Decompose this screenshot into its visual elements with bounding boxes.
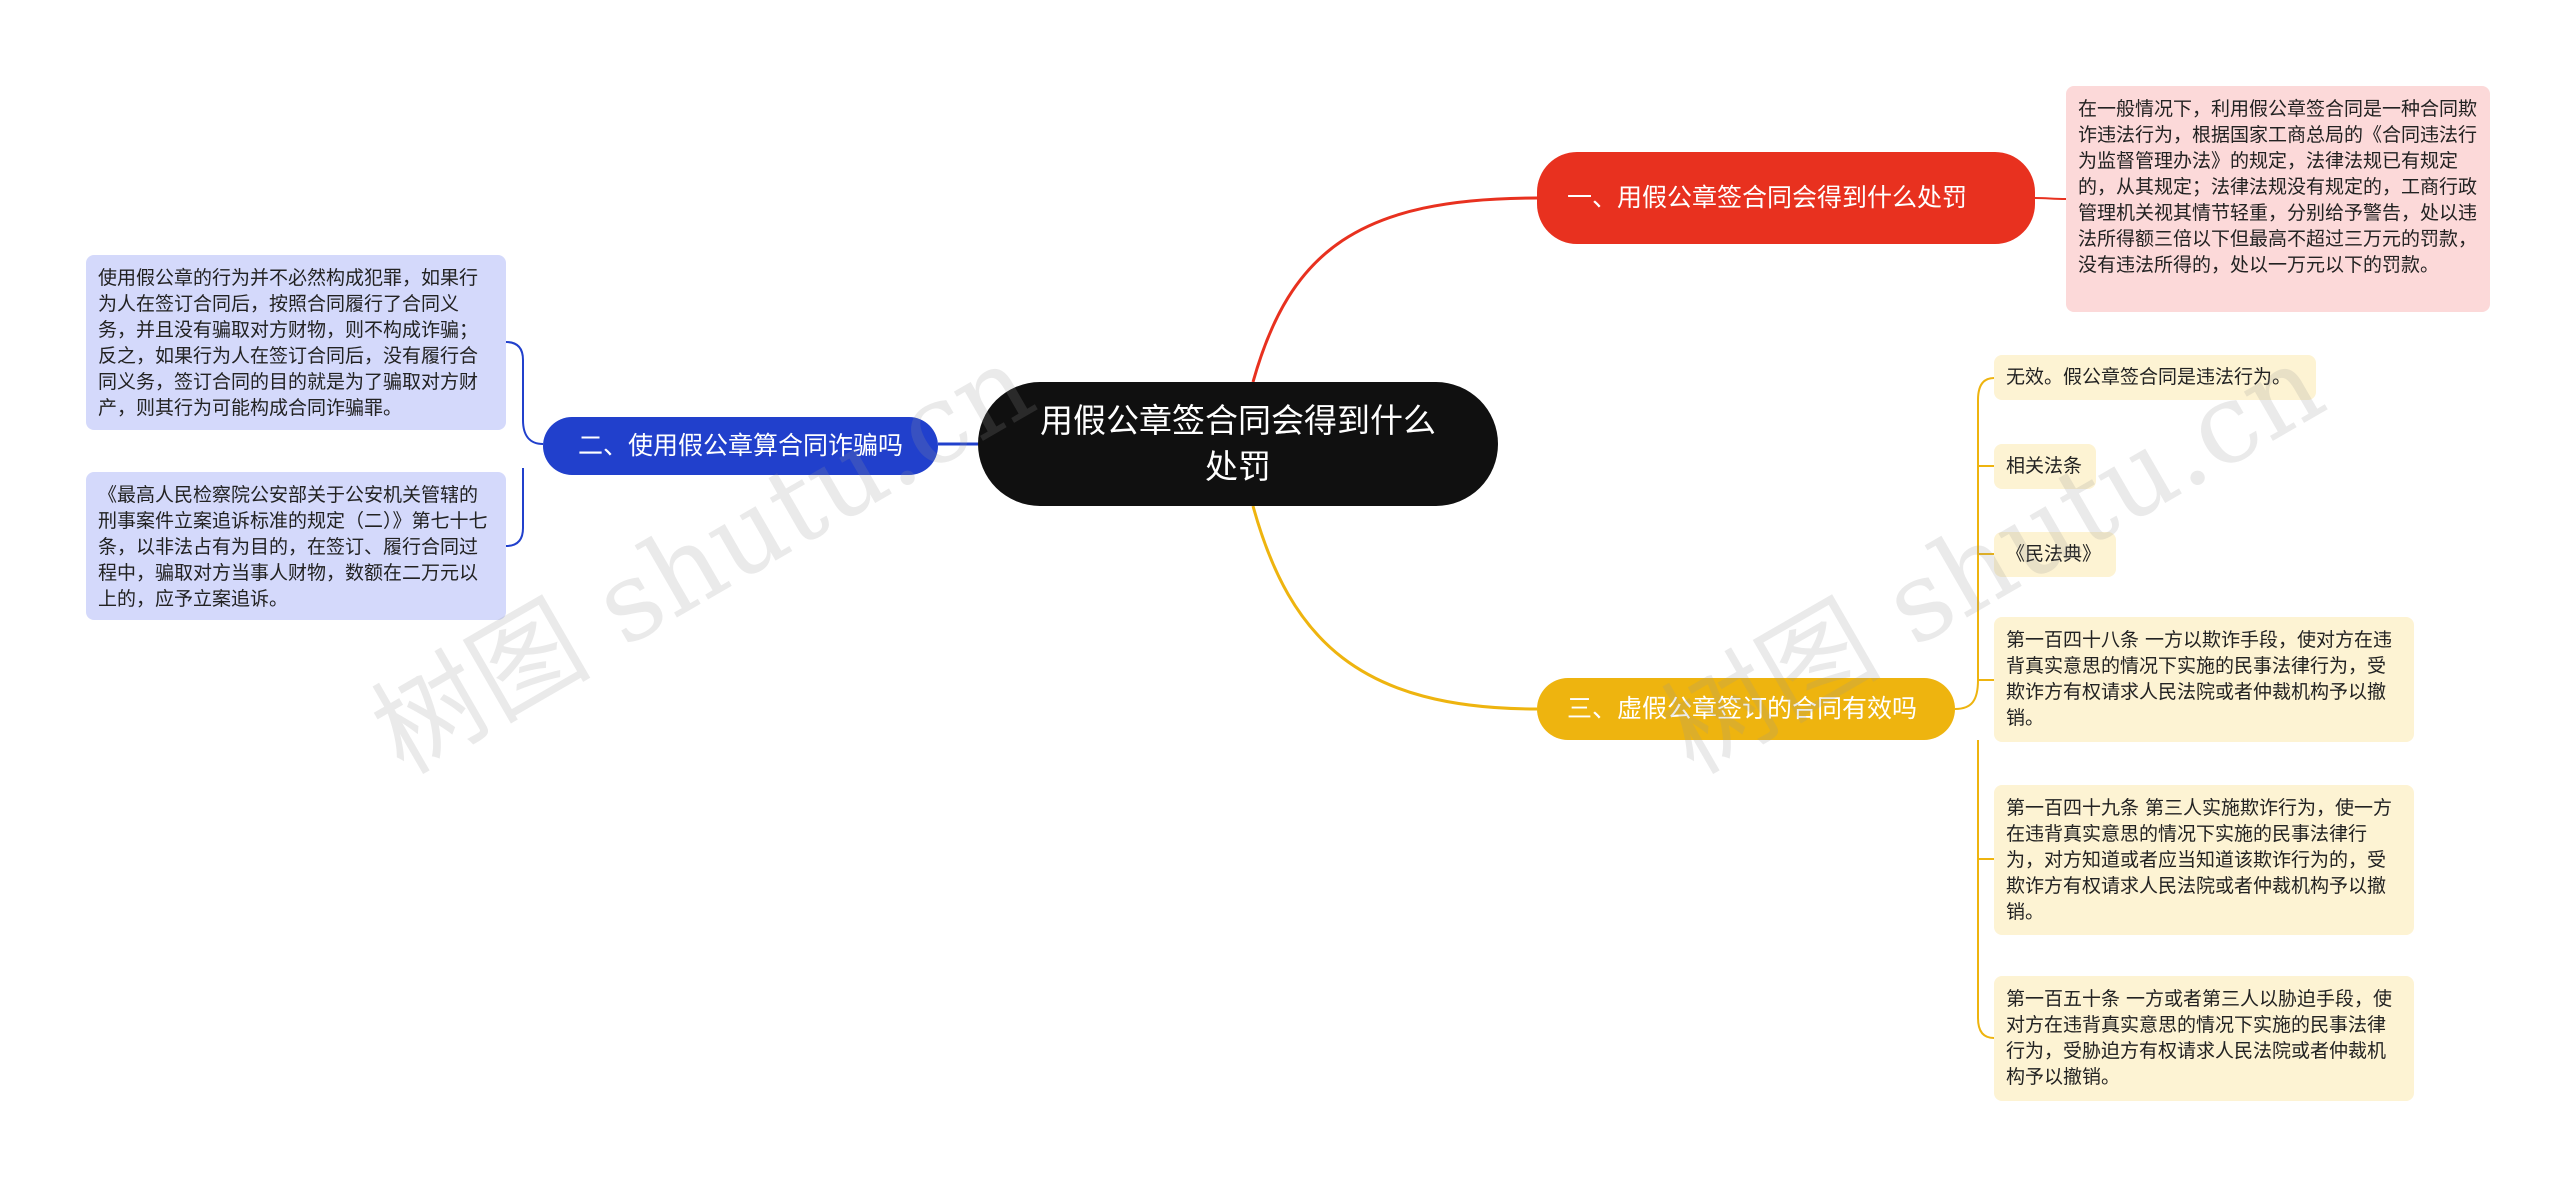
branch-2-label: 二、使用假公章算合同诈骗吗 [577, 431, 903, 460]
leaf-text: 无效。假公章签合同是违法行为。 [2006, 366, 2292, 388]
branch-2-leaf-1[interactable]: 使用假公章的行为并不必然构成犯罪，如果行为人在签订合同后，按照合同履行了合同义务… [86, 255, 506, 430]
branch-3-leaf-3[interactable]: 《民法典》 [1994, 532, 2116, 577]
branch-3-node[interactable]: 三、虚假公章签订的合同有效吗 [1537, 678, 1955, 740]
leaf-text: 《民法典》 [2006, 543, 2102, 565]
central-topic-label: 用假公章签合同会得到什么处罚 [1040, 401, 1436, 486]
leaf-text: 第一百五十条 一方或者第三人以胁迫手段，使对方在违背真实意思的情况下实施的民事法… [2006, 988, 2393, 1088]
leaf-text: 使用假公章的行为并不必然构成犯罪，如果行为人在签订合同后，按照合同履行了合同义务… [98, 267, 479, 419]
leaf-text: 第一百四十九条 第三人实施欺诈行为，使一方在违背真实意思的情况下实施的民事法律行… [2006, 797, 2393, 923]
branch-1-label: 一、用假公章签合同会得到什么处罚 [1567, 183, 1968, 212]
link-center-branch-3 [1251, 505, 1538, 711]
link-branch-1-leaf [2034, 197, 2067, 200]
branch-2-leaf-2[interactable]: 《最高人民检察院公安部关于公安机关管辖的刑事案件立案追诉标准的规定（二）》第七十… [86, 472, 506, 620]
branch-1-node[interactable]: 一、用假公章签合同会得到什么处罚 [1537, 152, 2035, 244]
branch-3-leaf-1[interactable]: 无效。假公章签合同是违法行为。 [1994, 355, 2316, 400]
branch-3-leaf-5[interactable]: 第一百四十九条 第三人实施欺诈行为，使一方在违背真实意思的情况下实施的民事法律行… [1994, 785, 2414, 935]
leaf-text: 相关法条 [2006, 455, 2083, 477]
branch-3-leaf-2[interactable]: 相关法条 [1994, 444, 2096, 489]
branch-3-label: 三、虚假公章签订的合同有效吗 [1567, 694, 1918, 723]
link-branch-2-bracket [505, 341, 544, 547]
branch-3-leaf-6[interactable]: 第一百五十条 一方或者第三人以胁迫手段，使对方在违背真实意思的情况下实施的民事法… [1994, 976, 2414, 1101]
leaf-text: 《最高人民检察院公安部关于公安机关管辖的刑事案件立案追诉标准的规定（二）》第七十… [98, 484, 488, 610]
link-branch-3-bracket [1954, 377, 1995, 1039]
branch-3-leaf-4[interactable]: 第一百四十八条 一方以欺诈手段，使对方在违背真实意思的情况下实施的民事法律行为，… [1994, 617, 2414, 742]
leaf-text: 在一般情况下，利用假公章签合同是一种合同欺诈违法行为，根据国家工商总局的《合同违… [2078, 98, 2478, 276]
leaf-text: 第一百四十八条 一方以欺诈手段，使对方在违背真实意思的情况下实施的民事法律行为，… [2006, 629, 2393, 729]
branch-1-leaf-1[interactable]: 在一般情况下，利用假公章签合同是一种合同欺诈违法行为，根据国家工商总局的《合同违… [2066, 86, 2490, 312]
branch-2-node[interactable]: 二、使用假公章算合同诈骗吗 [543, 417, 938, 475]
central-topic[interactable]: 用假公章签合同会得到什么处罚 [978, 382, 1498, 506]
link-center-branch-1 [1251, 196, 1538, 383]
